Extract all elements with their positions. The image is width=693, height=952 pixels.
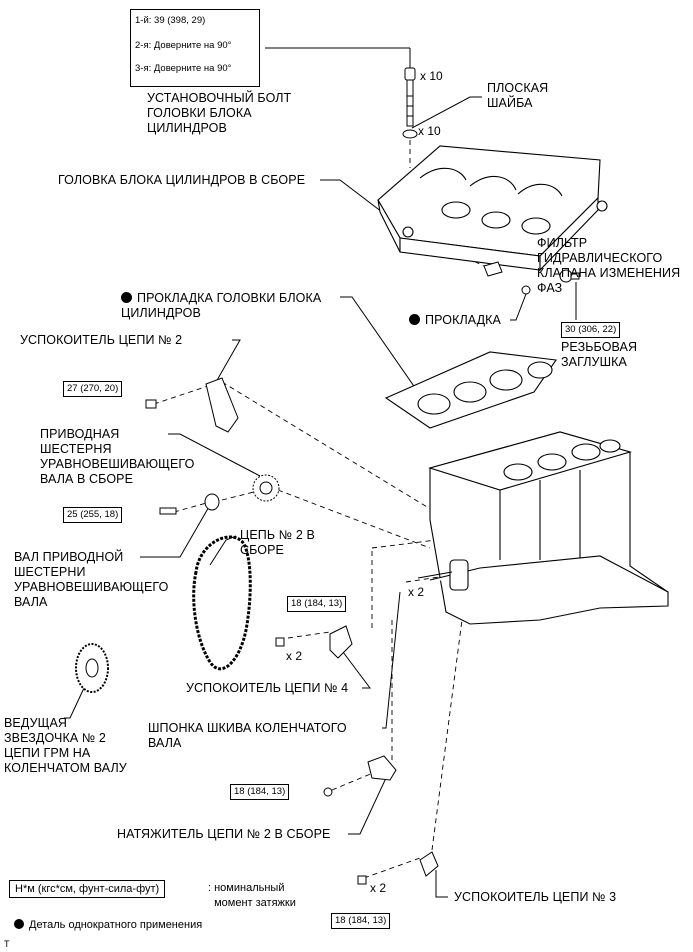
tensioner-torque-box: 18 (184, 13) (230, 784, 290, 800)
chain-damper-2-drawing (145, 377, 239, 433)
damper3-torque-box: 18 (184, 13) (331, 913, 391, 929)
legend-single-use: Деталь однократного применения (14, 919, 202, 932)
damper3-quantity: x 2 (370, 881, 387, 895)
torque-step-2: 2-я: Доверните на 90° (135, 40, 232, 51)
damper4-quantity: x 2 (286, 649, 303, 663)
legend-unit-description: : номинальный момент затяжки (208, 882, 296, 909)
vvt-filter-drawing (483, 261, 580, 295)
label-tensioner-2: НАТЯЖИТЕЛЬ ЦЕПИ № 2 В СБОРЕ (117, 827, 331, 841)
label-damper-3: УСПОКОИТЕЛЬ ЦЕПИ № 3 (454, 890, 617, 904)
label-damper-4: УСПОКОИТЕЛЬ ЦЕПИ № 4 (186, 681, 349, 695)
leader-balance-gear (168, 433, 261, 477)
label-flat-washer: ПЛОСКАЯ ШАЙБА (487, 81, 549, 110)
label-crank-sprocket: ВЕДУЩАЯ ЗВЕЗДОЧКА № 2 ЦЕПИ ГРМ НА КОЛЕНЧ… (4, 716, 127, 775)
label-balance-gear: ПРИВОДНАЯ ШЕСТЕРНЯ УРАВНОВЕШИВАЮЩЕГО ВАЛ… (40, 427, 195, 486)
bolt-quantity: x 10 (420, 69, 443, 83)
key-quantity: x 2 (408, 585, 425, 599)
leader-balance-shaft (140, 504, 211, 558)
leader-key (382, 591, 401, 729)
label-vvt-filter: ФИЛЬТР ГИДРАВЛИЧЕСКОГО КЛАПАНА ИЗМЕНЕНИЯ… (537, 236, 681, 295)
leader-chain (209, 535, 237, 566)
label-head-bolt: УСТАНОВОЧНЫЙ БОЛТ ГОЛОВКИ БЛОКА ЦИЛИНДРО… (147, 91, 292, 135)
legend-unit-box: Н*м (кгс*см, фунт-сила-фут) (9, 880, 166, 898)
leader-washer (411, 96, 482, 129)
leader-head (320, 179, 383, 213)
label-balance-shaft: ВАЛ ПРИВОДНОЙ ШЕСТЕРНИ УРАВНОВЕШИВАЮЩЕГО… (14, 550, 169, 609)
label-pulley-key: ШПОНКА ШКИВА КОЛЕНЧАТОГО ВАЛА (148, 721, 347, 750)
label-gasket: ПРОКЛАДКА (409, 313, 501, 328)
head-bolt-drawing (404, 67, 416, 127)
torque-step-1: 1-й: 39 (398, 29) (135, 15, 206, 26)
leader-damper2 (215, 339, 241, 383)
cylinder-block-drawing (417, 431, 669, 625)
torque-step-3: 3-я: Доверните на 90° (135, 63, 232, 74)
damper4-torque-box: 18 (184, 13) (287, 596, 347, 612)
cylinder-head-drawing (377, 145, 608, 272)
chain-damper-3-drawing (357, 851, 439, 885)
single-use-mark (409, 314, 420, 325)
label-chain-2: ЦЕПЬ № 2 В СБОРЕ (240, 528, 315, 557)
single-use-mark (14, 919, 24, 929)
leader-gasket (510, 293, 527, 321)
leader-tensioner (348, 777, 387, 835)
footer-mark: T (4, 939, 10, 949)
plug-torque-box: 30 (306, 22) (561, 322, 621, 338)
label-screw-plug: РЕЗЬБОВАЯ ЗАГЛУШКА (561, 340, 638, 369)
balance-shaft-gear-drawing (159, 474, 280, 515)
chain-tensioner-2-drawing (323, 755, 397, 797)
single-use-mark (121, 292, 132, 303)
leader-sprocket (64, 687, 85, 719)
leader-head-gasket (340, 296, 419, 393)
crank-sprocket-drawing (75, 643, 109, 693)
head-bolt-torque-box: 1-й: 39 (398, 29) 2-я: Доверните на 90° … (130, 9, 260, 87)
chain-damper-4-drawing (275, 625, 353, 659)
leader-damper4 (339, 647, 371, 689)
leader-damper3 (435, 870, 448, 898)
chain-2-drawing (192, 535, 252, 671)
label-head-gasket: ПРОКЛАДКА ГОЛОВКИ БЛОКА ЦИЛИНДРОВ (121, 291, 322, 320)
label-damper-2: УСПОКОИТЕЛЬ ЦЕПИ № 2 (20, 333, 183, 347)
label-cylinder-head: ГОЛОВКА БЛОКА ЦИЛИНДРОВ В СБОРЕ (58, 173, 306, 187)
flat-washer-drawing (402, 129, 418, 139)
gear-torque-box: 25 (255, 18) (63, 507, 123, 523)
head-gasket-drawing (384, 351, 557, 429)
washer-quantity: x 10 (418, 124, 441, 138)
damper2-torque-box: 27 (270, 20) (63, 381, 123, 397)
